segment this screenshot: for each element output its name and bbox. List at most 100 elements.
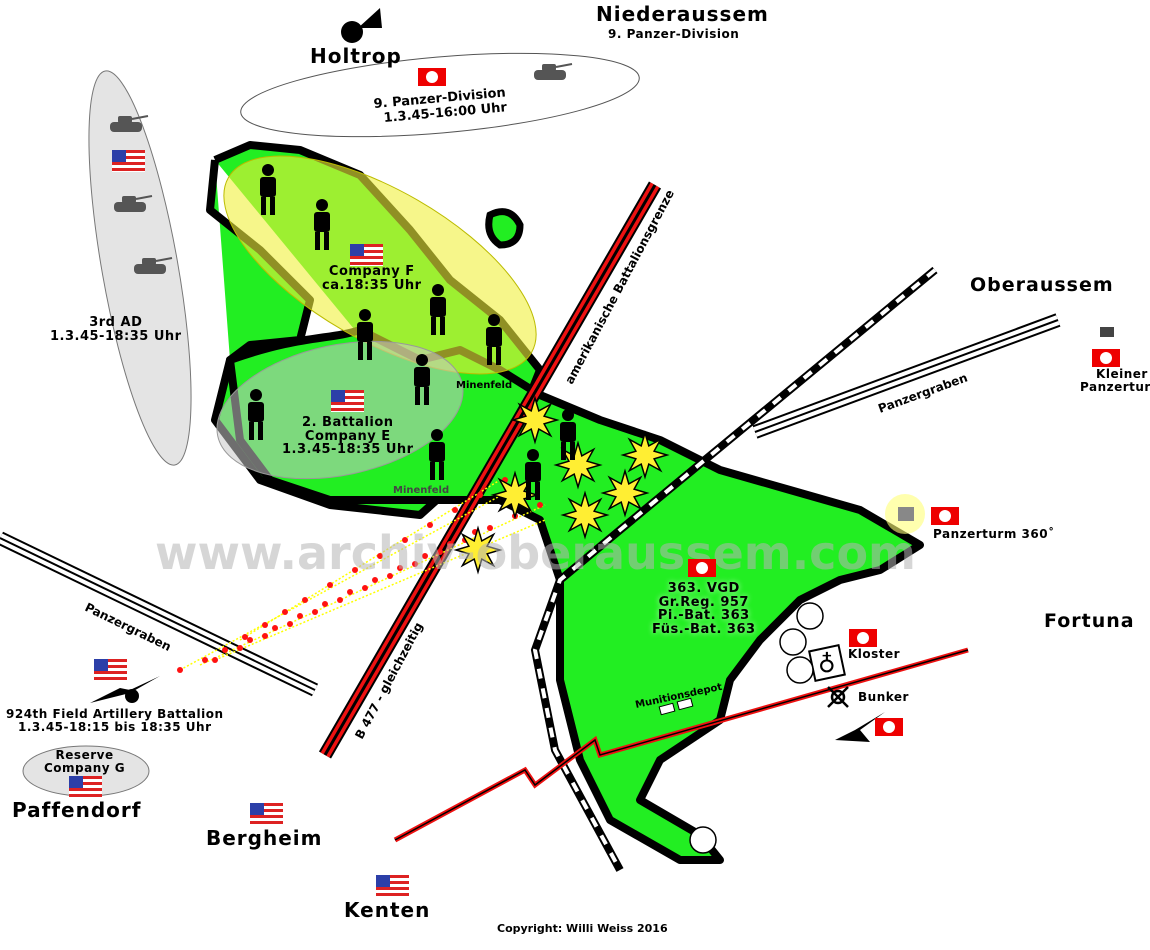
soldier-leg — [261, 197, 266, 215]
forest-island — [485, 208, 524, 249]
soldier-head — [359, 309, 371, 321]
kleiner-panzerturm-icon — [1100, 327, 1114, 337]
niederaussem-division: 9. Panzer-Division — [608, 27, 740, 41]
vgd-label: 363. VGD Gr.Reg. 957 Pi.-Bat. 363 Füs.-B… — [652, 581, 756, 637]
watermark: www.archiv-oberaussem.com — [155, 526, 916, 580]
soldier-body — [525, 462, 541, 482]
kleiner-panzerturm-label: Kleiner Panzerturm — [1080, 367, 1150, 394]
tank-gun — [131, 115, 149, 120]
town-bergheim: Bergheim — [206, 826, 323, 850]
soldier-leg — [324, 232, 329, 250]
us-flag — [376, 875, 409, 897]
shell-dot — [487, 525, 493, 531]
company-e-label: 2. Battalion Company E 1.3.45-18:35 Uhr — [282, 415, 414, 458]
soldier-leg — [526, 482, 531, 500]
tank-icon — [114, 195, 153, 212]
shell-dot — [447, 541, 453, 547]
shell-dot — [362, 585, 368, 591]
shell-dot — [427, 522, 433, 528]
tank-hull — [534, 70, 566, 80]
explosion-icon — [510, 395, 560, 445]
soldier-body — [560, 422, 576, 442]
soldier-leg — [358, 342, 363, 360]
soldier-icon — [429, 429, 445, 480]
shell-dot — [287, 621, 293, 627]
minenfeld-label-2: Minenfeld — [393, 485, 450, 496]
shell-dot — [222, 647, 228, 653]
soldier-body — [429, 442, 445, 462]
soldier-body — [248, 402, 264, 422]
german-flag — [931, 507, 959, 525]
us-flag — [69, 776, 102, 798]
tank-turret — [118, 116, 132, 123]
shell-dot — [282, 609, 288, 615]
town-kenten: Kenten — [344, 898, 431, 922]
panzergraben-east — [752, 313, 1061, 439]
soldier-leg — [487, 347, 492, 365]
shell-dot — [302, 597, 308, 603]
us-flag — [112, 150, 145, 172]
soldier-leg — [439, 462, 444, 480]
tank-hull — [110, 122, 142, 132]
shell-dot — [237, 645, 243, 651]
explosion-icon — [453, 525, 503, 575]
soldier-leg — [367, 342, 372, 360]
minenfeld-label-1: Minenfeld — [456, 380, 513, 391]
kloster-symbol: ♁ — [818, 650, 836, 678]
soldier-head — [316, 199, 328, 211]
soldier-icon — [430, 284, 446, 335]
soldier-head — [562, 409, 574, 421]
tank-turret — [542, 64, 556, 71]
soldier-body — [260, 177, 276, 197]
soldier-leg — [440, 317, 445, 335]
soldier-leg — [249, 422, 254, 440]
soldier-icon — [525, 449, 541, 500]
soldier-leg — [431, 317, 436, 335]
shell-dot — [262, 622, 268, 628]
holtrop-symbol — [341, 21, 363, 43]
town-holtrop: Holtrop — [310, 44, 402, 68]
town-fortuna: Fortuna — [1044, 610, 1135, 632]
shell-dot — [327, 582, 333, 588]
shell-dot — [437, 549, 443, 555]
shell-dot — [452, 507, 458, 513]
shell-dot — [377, 553, 383, 559]
soldier-icon — [560, 409, 576, 460]
soldiers — [248, 164, 576, 500]
soldier-body — [486, 327, 502, 347]
soldier-body — [357, 322, 373, 342]
explosion-icon — [560, 490, 610, 540]
soldier-icon — [260, 164, 276, 215]
shell-dot — [272, 625, 278, 631]
shell-dot — [347, 589, 353, 595]
tanks — [110, 63, 573, 274]
battalion-border-label: amerikanische Battalionsgrenze — [562, 187, 677, 386]
bunker-label: Bunker — [858, 690, 909, 704]
shell-dot — [402, 537, 408, 543]
panzerturm-label: Panzerturm 360˚ — [933, 527, 1055, 541]
explosion-icon — [553, 440, 603, 490]
us-flag — [350, 244, 383, 266]
soldier-head — [431, 429, 443, 441]
soldier-icon — [486, 314, 502, 365]
tank-turret — [122, 196, 136, 203]
soldier-head — [416, 354, 428, 366]
soldier-head — [488, 314, 500, 326]
forest-main — [226, 326, 924, 864]
shell-dot — [387, 573, 393, 579]
soldier-leg — [570, 442, 575, 460]
us-flag — [94, 659, 127, 681]
soldier-leg — [270, 197, 275, 215]
soldier-head — [250, 389, 262, 401]
kloster-label: Kloster — [848, 647, 901, 661]
town-niederaussem: Niederaussem — [596, 2, 769, 26]
soldier-icon — [248, 389, 264, 440]
shell-dot — [312, 609, 318, 615]
panzergraben-west — [0, 531, 319, 697]
copyright: Copyright: Willi Weiss 2016 — [497, 922, 668, 935]
us-flag — [250, 803, 283, 825]
soldier-body — [414, 367, 430, 387]
shell-dot — [212, 657, 218, 663]
tank-gun — [555, 63, 573, 68]
